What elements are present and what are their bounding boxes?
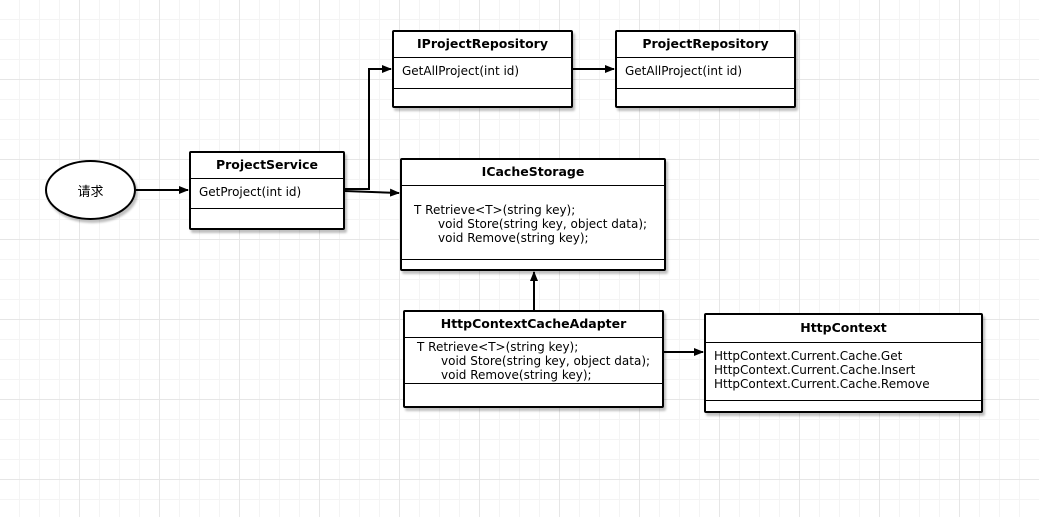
member-line: HttpContext.Current.Cache.Remove <box>714 377 930 391</box>
member-line: void Store(string key, object data); <box>441 354 651 368</box>
icache-storage-class[interactable]: ICacheStorage T Retrieve<T>(string key);… <box>400 158 666 271</box>
member-line: GetProject(int id) <box>199 185 302 199</box>
class-members: GetAllProject(int id) <box>617 58 794 89</box>
class-title: HttpContextCacheAdapter <box>405 312 662 338</box>
class-members: T Retrieve<T>(string key); void Store(st… <box>405 338 662 384</box>
class-empty-section <box>405 384 662 406</box>
class-members: GetAllProject(int id) <box>394 58 571 89</box>
member-line: HttpContext.Current.Cache.Get <box>714 349 903 363</box>
request-start-node[interactable]: 请求 <box>45 160 136 220</box>
member-line: void Remove(string key); <box>441 368 592 382</box>
class-title: IProjectRepository <box>394 32 571 58</box>
class-members: GetProject(int id) <box>191 179 343 209</box>
project-service-class[interactable]: ProjectService GetProject(int id) <box>189 151 345 230</box>
class-title: ICacheStorage <box>402 160 664 186</box>
class-empty-section <box>191 209 343 228</box>
class-title: HttpContext <box>706 315 981 343</box>
member-line: void Remove(string key); <box>438 231 589 245</box>
class-empty-section <box>402 260 664 269</box>
class-title: ProjectService <box>191 153 343 179</box>
class-title: ProjectRepository <box>617 32 794 58</box>
class-members: T Retrieve<T>(string key); void Store(st… <box>402 186 664 260</box>
member-line: void Store(string key, object data); <box>438 217 648 231</box>
member-line: HttpContext.Current.Cache.Insert <box>714 363 916 377</box>
http-context-cache-adapter-class[interactable]: HttpContextCacheAdapter T Retrieve<T>(st… <box>403 310 664 408</box>
project-repository-class[interactable]: ProjectRepository GetAllProject(int id) <box>615 30 796 108</box>
class-empty-section <box>617 89 794 106</box>
member-line: GetAllProject(int id) <box>402 64 520 78</box>
class-members: HttpContext.Current.Cache.Get HttpContex… <box>706 343 981 401</box>
member-line: T Retrieve<T>(string key); <box>417 340 579 354</box>
member-line: GetAllProject(int id) <box>625 64 743 78</box>
request-label: 请求 <box>77 184 104 200</box>
iproject-repository-class[interactable]: IProjectRepository GetAllProject(int id) <box>392 30 573 108</box>
project-service-to-icache-storage-arrow[interactable] <box>344 188 400 197</box>
http-context-class[interactable]: HttpContext HttpContext.Current.Cache.Ge… <box>704 313 983 413</box>
member-line: T Retrieve<T>(string key); <box>414 203 576 217</box>
project-service-to-iproject-repository-arrow[interactable] <box>345 65 392 190</box>
class-empty-section <box>706 401 981 411</box>
class-empty-section <box>394 89 571 106</box>
